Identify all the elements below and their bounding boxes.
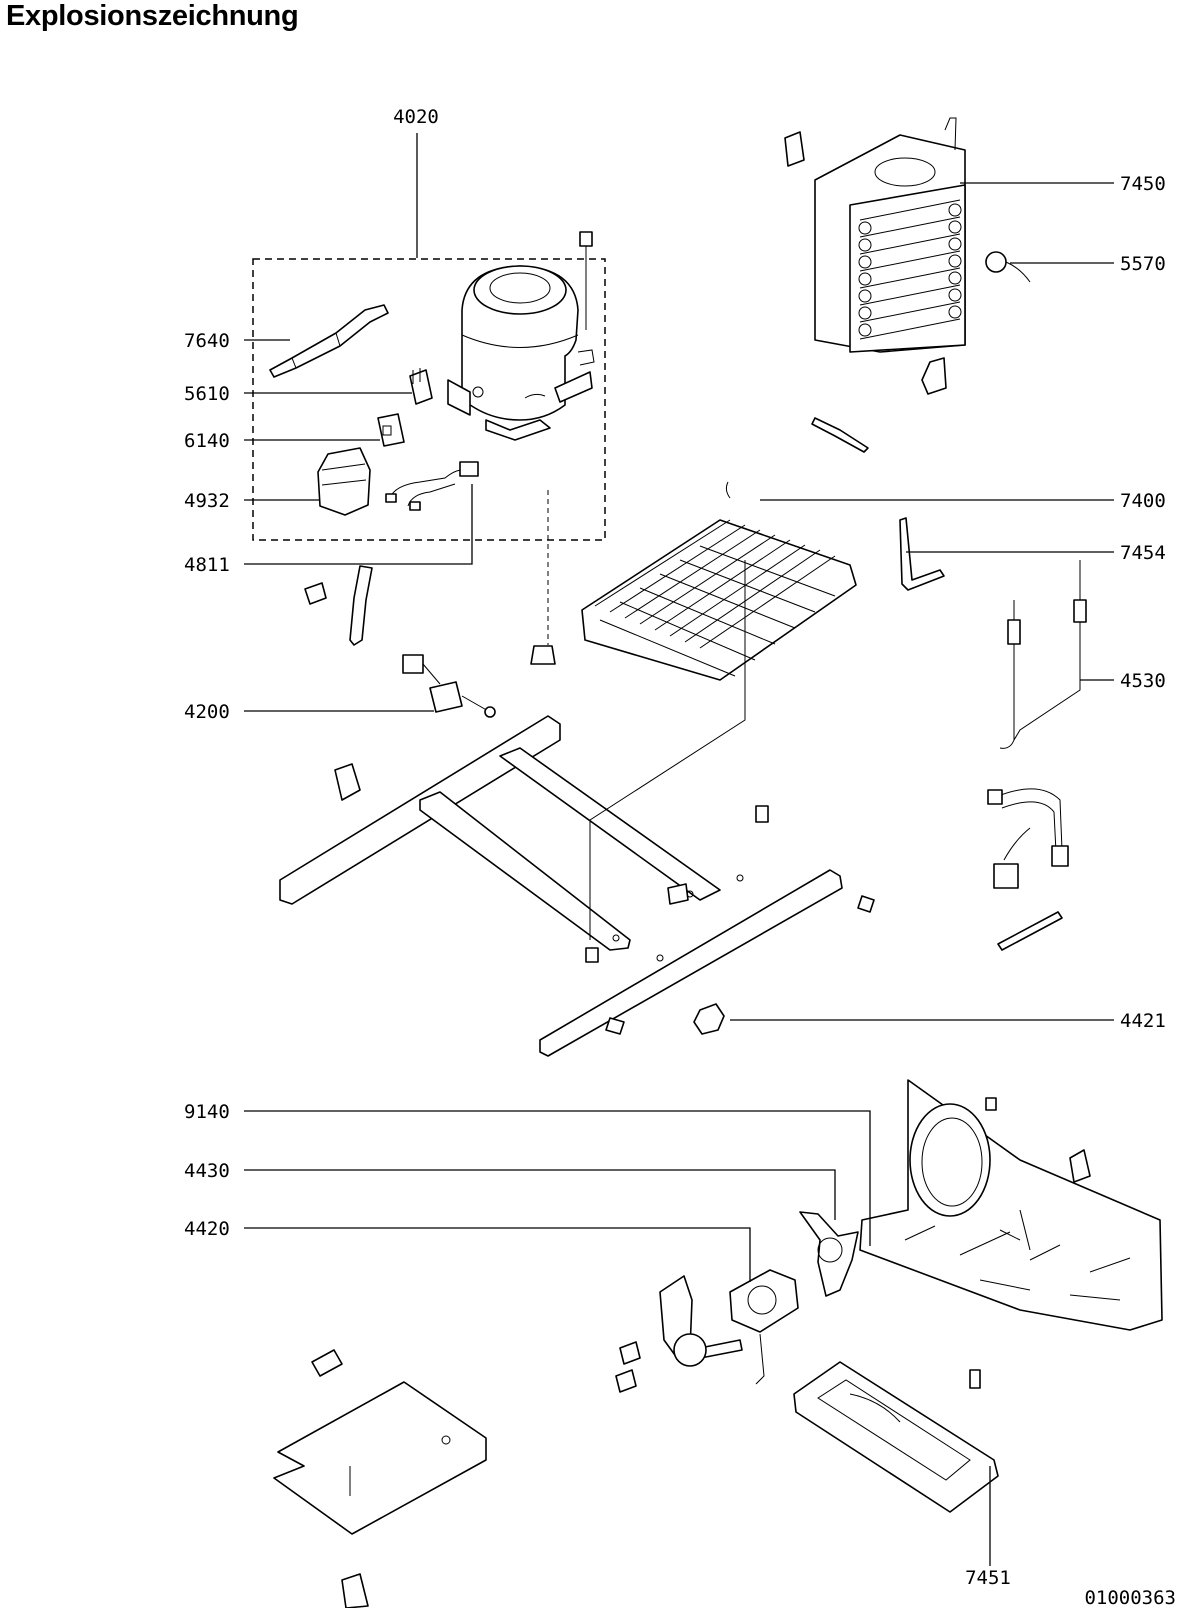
- wiring-harness: [987, 788, 1069, 889]
- screw: [985, 1097, 997, 1111]
- connector: [1069, 1149, 1091, 1183]
- screw: [619, 1341, 641, 1365]
- compressor: [447, 265, 595, 441]
- cable-4811: [385, 461, 479, 511]
- grommet: [530, 645, 556, 665]
- page-title: Explosionszeichnung: [6, 0, 299, 32]
- callout-4932: 4932: [184, 490, 230, 512]
- callout-4200: 4200: [184, 701, 230, 723]
- screw: [615, 1369, 637, 1393]
- screw: [969, 1369, 981, 1389]
- callout-7451: 7451: [965, 1567, 1011, 1589]
- callout-7400: 7400: [1120, 490, 1166, 512]
- overload-6140: [377, 413, 405, 447]
- callout-4530: 4530: [1120, 670, 1166, 692]
- screw: [755, 805, 769, 823]
- callout-7454: 7454: [1120, 542, 1166, 564]
- bracket-rod: [811, 417, 869, 453]
- drier-tube: [269, 304, 389, 378]
- callout-4811: 4811: [184, 554, 230, 576]
- callout-4430: 4430: [184, 1160, 230, 1182]
- callout-4421: 4421: [1120, 1010, 1166, 1032]
- clip: [784, 131, 805, 167]
- cable-tie: [997, 911, 1063, 951]
- nut-4421: [693, 1003, 725, 1035]
- drip-tray-7451: [793, 1361, 999, 1513]
- callout-6140: 6140: [184, 430, 230, 452]
- sleeve: [304, 582, 327, 605]
- base-frame: [279, 715, 843, 1057]
- fastener: [341, 1573, 369, 1608]
- screw: [585, 947, 599, 963]
- drawing-number: 01000363: [1084, 1587, 1176, 1608]
- evaporator-7450: [814, 117, 966, 353]
- callout-7450: 7450: [1120, 173, 1166, 195]
- callout-5610: 5610: [184, 383, 230, 405]
- cover-4932: [317, 447, 371, 516]
- callout-7640: 7640: [184, 330, 230, 352]
- bracket: [921, 357, 947, 395]
- clip: [667, 883, 689, 905]
- part-4200: [402, 654, 496, 718]
- bracket-7454: [899, 517, 945, 591]
- fan-housing: [859, 1079, 1163, 1331]
- compressor-assembly-outline: [252, 258, 606, 541]
- sensor-5570: [985, 251, 1031, 283]
- fan-motor-4420: [659, 1269, 799, 1385]
- callout-4020: 4020: [393, 106, 439, 128]
- screw: [605, 1017, 625, 1035]
- condenser-7400: [581, 481, 857, 681]
- callout-4420: 4420: [184, 1218, 230, 1240]
- fan-blade-4430: [799, 1211, 859, 1297]
- spring: [311, 1349, 343, 1377]
- capillary-4530: [999, 560, 1087, 749]
- screw: [857, 895, 875, 913]
- screw: [579, 231, 593, 330]
- callout-5570: 5570: [1120, 253, 1166, 275]
- leader-lines: [244, 133, 1114, 1566]
- callout-9140: 9140: [184, 1101, 230, 1123]
- cover-plate: [273, 1381, 487, 1535]
- hose: [349, 565, 373, 646]
- relay-5610: [409, 368, 433, 405]
